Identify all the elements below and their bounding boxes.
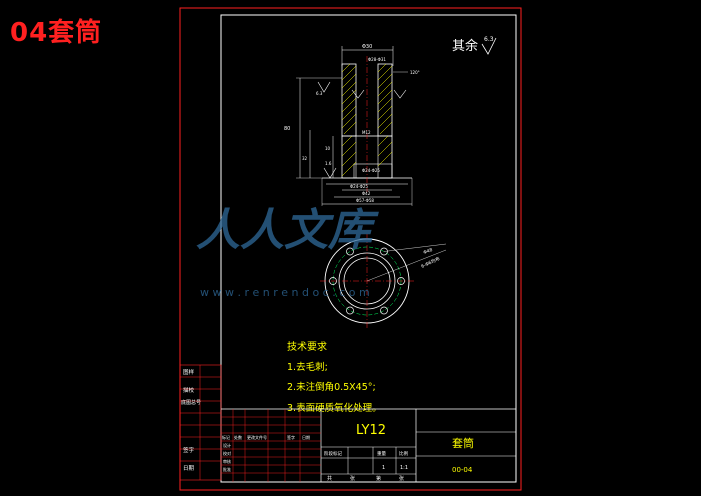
stage-header-2: 比例 (399, 450, 408, 457)
part-name: 套筒 (452, 436, 474, 450)
section-view: Φ30 Φ28-Φ31 (284, 44, 420, 206)
roughness-symbol (481, 37, 497, 55)
surface-note: 其余 6.3 (452, 36, 497, 55)
left-label-column: 图样 描校 底图总号 签字 日期 (179, 364, 222, 481)
sheet-total-unit: 张 (350, 475, 355, 482)
role-label-3: 批准 (223, 466, 231, 472)
change-header-4: 日期 (302, 434, 310, 440)
surface-note-label: 其余 (452, 38, 478, 54)
stage-val-1: 1 (382, 465, 385, 471)
change-header-0: 标记 (222, 434, 230, 440)
tech-item-2: 2.未注倒角0.5X45°; (287, 381, 376, 393)
left-label-0: 图样 (183, 368, 195, 376)
sheet-current-unit: 张 (399, 475, 404, 482)
left-label-5: 日期 (183, 465, 195, 472)
sheet-total: 共 (327, 475, 332, 482)
role-label-2: 审核 (223, 458, 231, 464)
tech-heading: 技术要求 (287, 340, 327, 353)
outer-frame (179, 7, 522, 491)
tech-requirements: 技术要求 1.去毛刺; 2.未注倒角0.5X45°; 3.表面硬质氧化处理。 (287, 340, 382, 414)
dim-height-lower: 32 (302, 156, 308, 161)
dim-top-inner: Φ28-Φ31 (368, 57, 386, 62)
dim-base-width: Φ42 (362, 191, 371, 196)
page-title: 04套筒 (10, 18, 103, 48)
left-label-1: 描校 (183, 386, 195, 394)
dim-base-outer: Φ57-Φ58 (356, 198, 374, 203)
watermark: 人人文库 w w w . r e n r e n d o c . c o m (196, 205, 379, 299)
tech-item-3: 3.表面硬质氧化处理。 (287, 402, 382, 414)
stage-header-1: 重量 (377, 450, 386, 457)
left-label-4: 签字 (183, 446, 195, 454)
sheet-current: 第 (376, 475, 381, 482)
dim-angle: 120° (410, 70, 420, 75)
watermark-url: w w w . r e n r e n d o c . c o m (200, 286, 370, 299)
dim-mid: Φ24-Φ25 (362, 168, 380, 173)
left-label-2: 底图总号 (181, 399, 201, 406)
dim-hole-pattern: 6-Φ6均布 (420, 255, 441, 270)
surface-note-value: 6.3 (484, 36, 494, 43)
change-header-3: 签字 (287, 434, 295, 440)
dim-chamfer: M12 (362, 130, 371, 135)
stage-header-0: 阶段标记 (324, 450, 342, 457)
drawing-no: 00-04 (452, 466, 473, 474)
watermark-text: 人人文库 (196, 205, 379, 256)
role-label-1: 校对 (223, 450, 231, 456)
inner-frame (220, 14, 517, 483)
dim-height-total: 80 (284, 126, 290, 132)
rough-lower: 1.6 (325, 161, 332, 166)
material: LY12 (356, 423, 386, 438)
rough-upper: 6.3 (316, 91, 323, 96)
title-block: LY12 套筒 00-04 阶段标记 重量 比例 1 1:1 共 张 第 张 标… (221, 408, 516, 482)
change-header-2: 更改文件号 (247, 434, 267, 440)
dim-side-10: 10 (325, 146, 331, 151)
dim-top-width: Φ30 (362, 44, 372, 50)
dim-base-bore: Φ24-Φ25 (350, 184, 368, 189)
stage-val-2: 1:1 (400, 465, 408, 471)
role-label-0: 设计 (223, 442, 231, 448)
dim-hole-circle: Φ48 (423, 247, 434, 256)
change-header-1: 处数 (234, 434, 242, 440)
tech-item-1: 1.去毛刺; (287, 361, 328, 373)
